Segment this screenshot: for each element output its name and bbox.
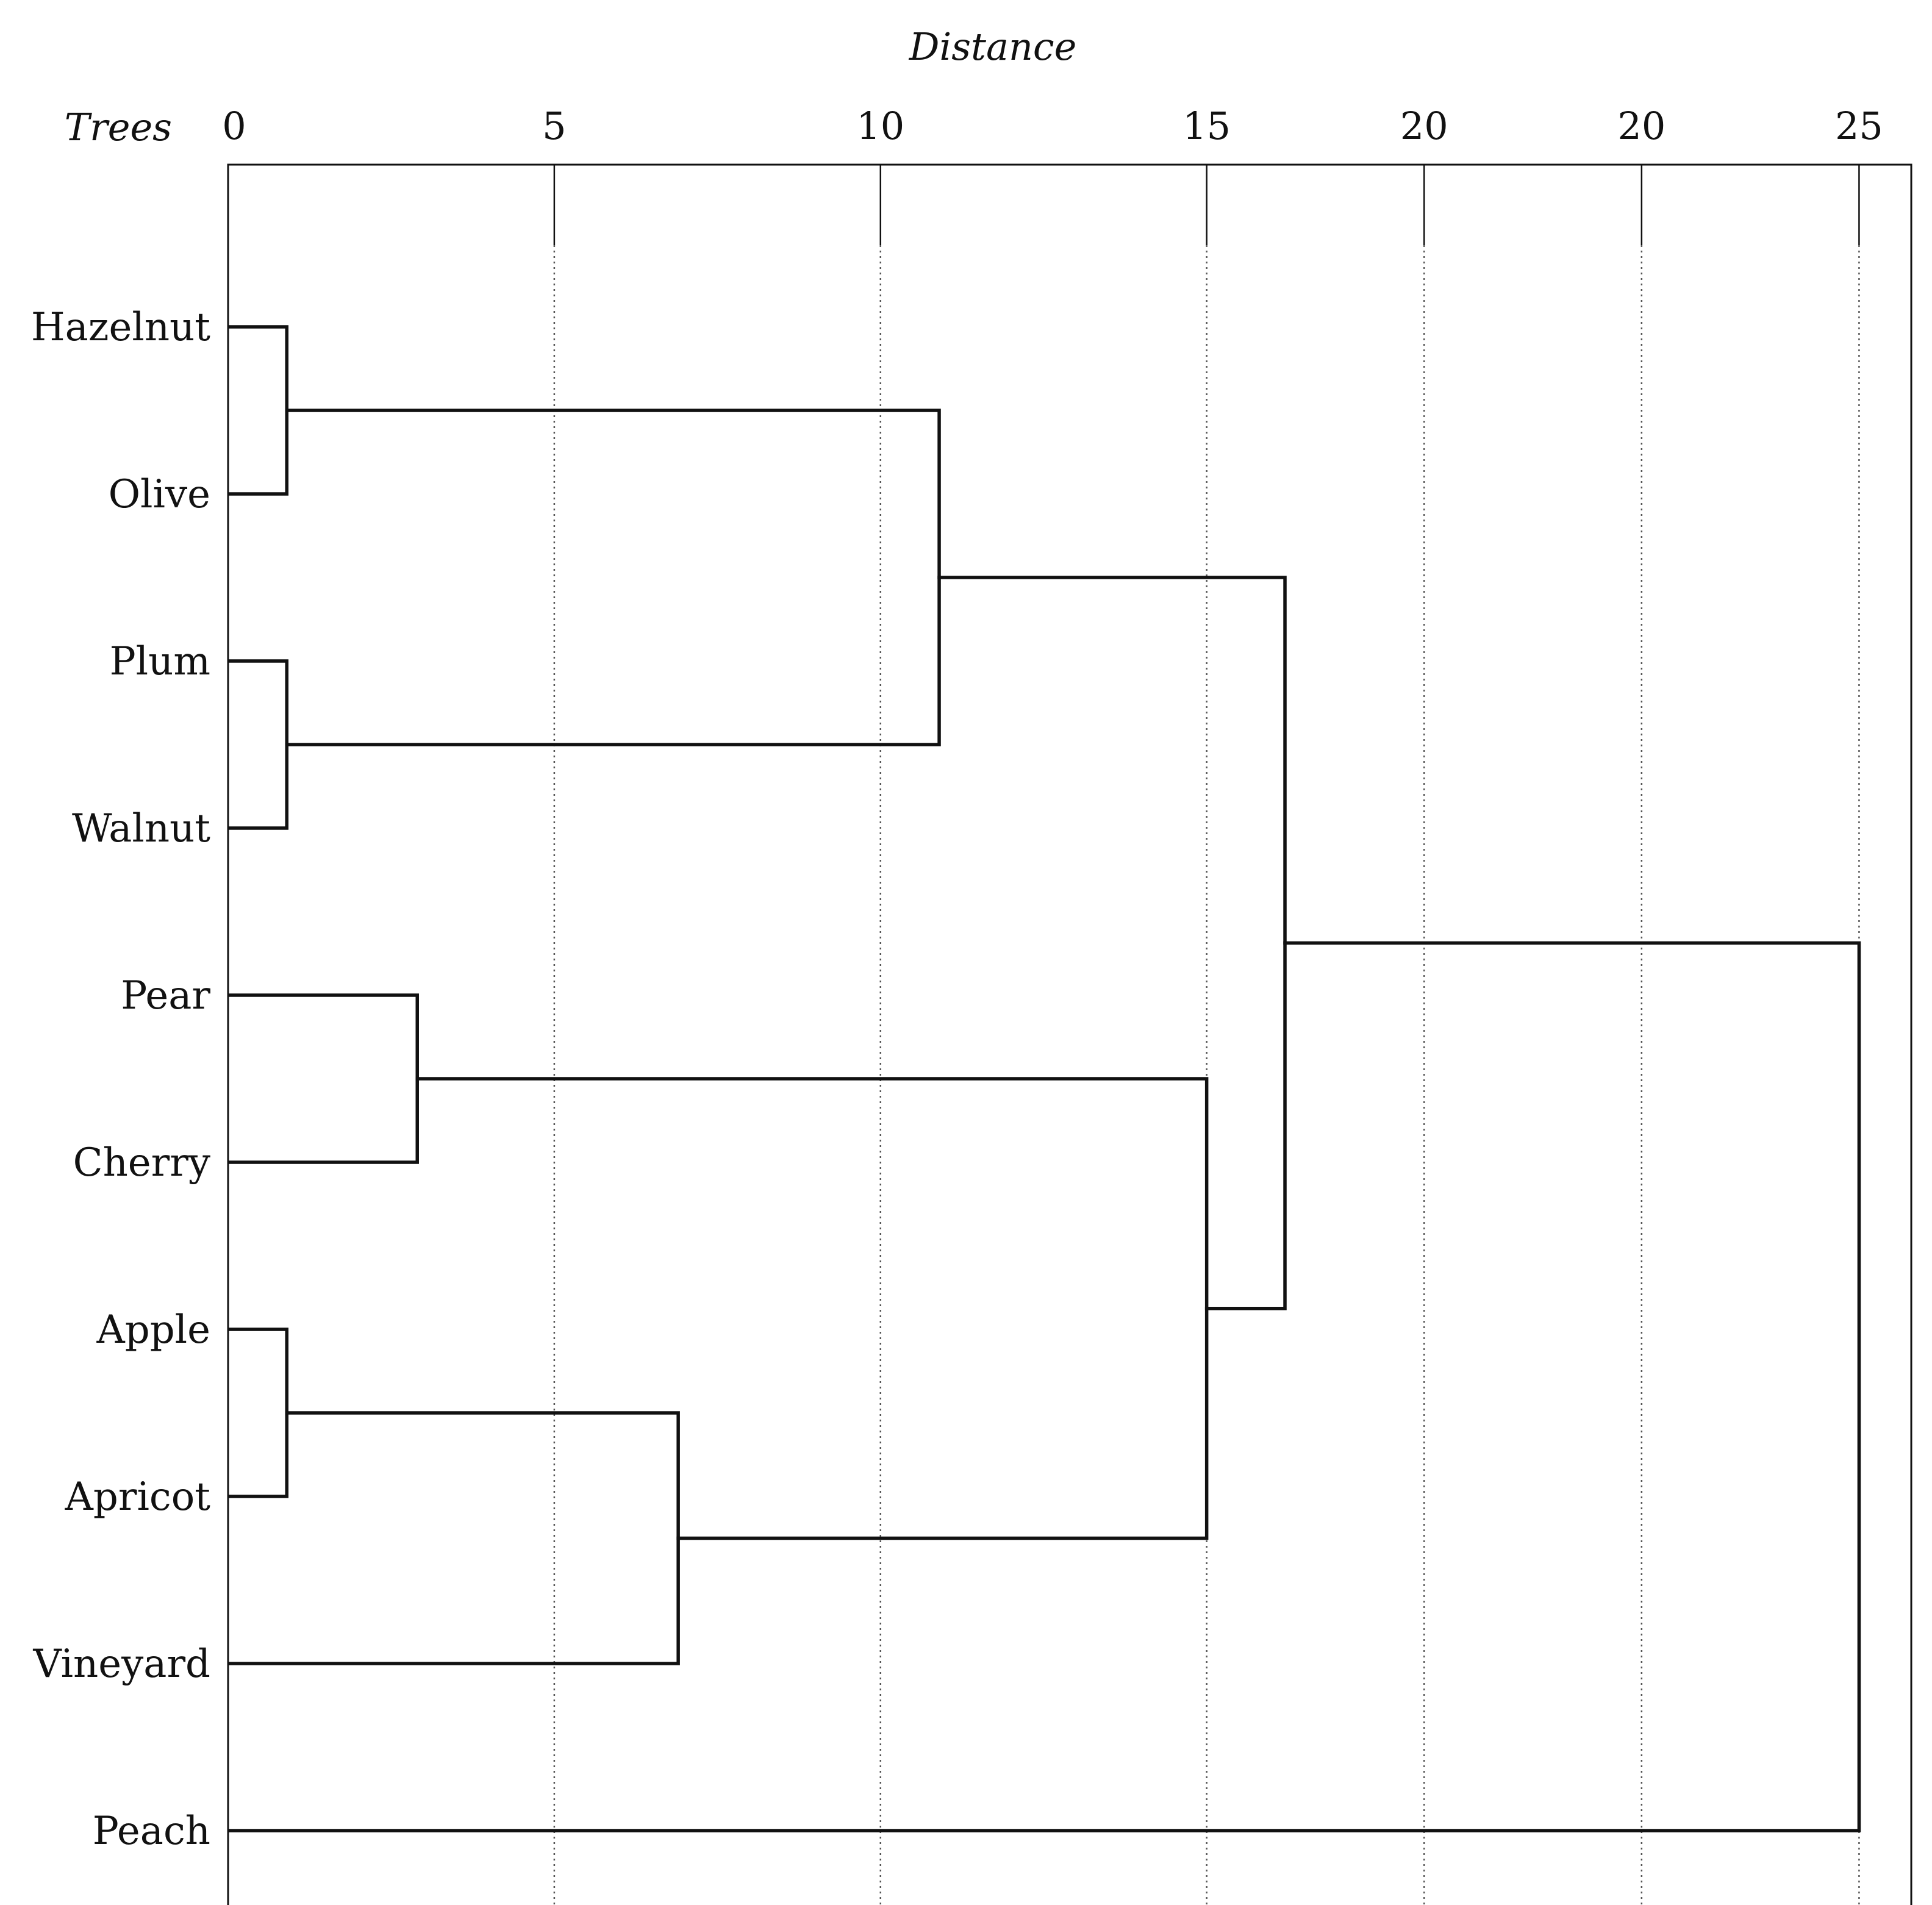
grid-lines <box>553 245 1860 1905</box>
leaf-label: Hazelnut <box>31 305 210 350</box>
chart-title: Distance <box>909 24 1077 69</box>
tick-marks <box>227 165 1860 245</box>
tick-label: 20 <box>1400 104 1448 148</box>
leaf-label: Pear <box>121 973 210 1018</box>
dendrogram-link <box>937 576 1287 1310</box>
leaf-label: Olive <box>109 472 210 517</box>
tick-labels: 0 5 10 15 20 20 25 <box>222 104 1883 148</box>
tick-label: 5 <box>542 104 566 148</box>
leaf-label: Cherry <box>73 1140 210 1185</box>
tick-label: 25 <box>1835 104 1883 148</box>
leaf-label: Peach <box>93 1809 210 1854</box>
plot-frame <box>227 163 1912 1905</box>
tick-label: 20 <box>1617 104 1665 148</box>
dendrogram-link <box>229 1411 680 1665</box>
y-axis-label: Trees <box>65 105 172 149</box>
dendrogram-links <box>229 325 1861 1832</box>
dendrogram-link <box>285 409 941 746</box>
leaf-label: Apricot <box>65 1474 211 1520</box>
leaf-label: Plum <box>110 639 210 684</box>
tick-label: 10 <box>856 104 904 148</box>
dendrogram-link <box>415 1077 1209 1540</box>
tick-label: 0 <box>222 104 246 148</box>
leaf-labels: HazelnutOlivePlumWalnutPearCherryAppleAp… <box>31 305 211 1854</box>
dendrogram-link <box>229 1328 289 1498</box>
leaf-label: Apple <box>96 1307 211 1353</box>
dendrogram-link <box>229 941 1861 1832</box>
tick-label: 15 <box>1182 104 1231 148</box>
leaf-label: Walnut <box>72 806 210 851</box>
leaf-label: Vineyard <box>32 1642 210 1687</box>
dendrogram-link <box>229 659 289 830</box>
dendrogram-link <box>229 993 419 1164</box>
dendrogram-link <box>229 325 289 496</box>
